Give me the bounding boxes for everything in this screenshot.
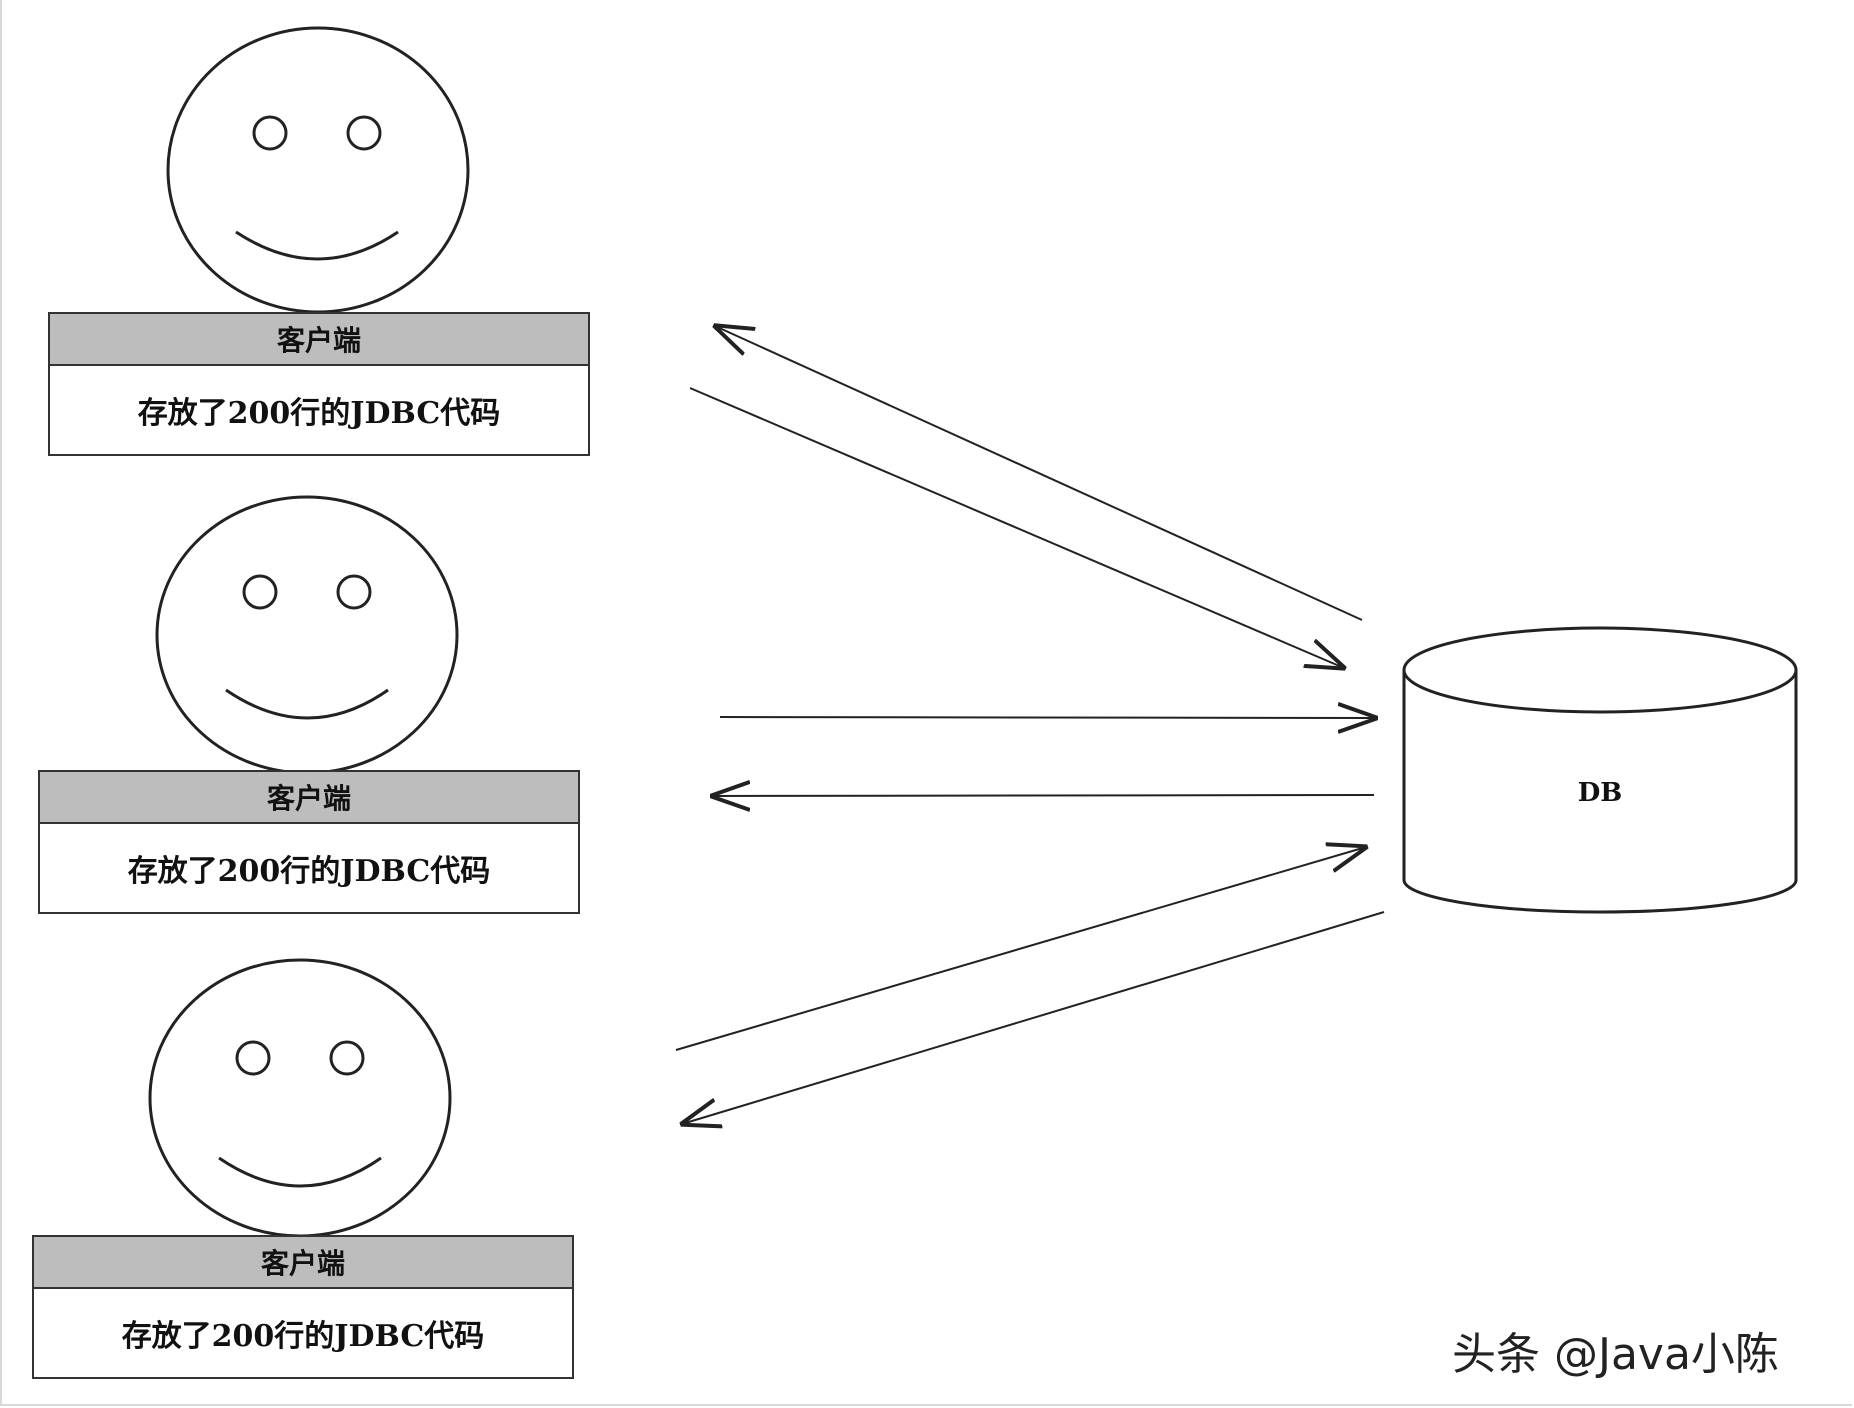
watermark-text: 头条 @Java小陈 [1452,1329,1779,1380]
client-box-2: 客户端 存放了200行的JDBC代码 [38,770,580,914]
smiley-face-icon [166,26,470,314]
client-title: 客户端 [50,314,588,366]
client-title: 客户端 [40,772,578,824]
client-box-1: 客户端 存放了200行的JDBC代码 [48,312,590,456]
client-box-3: 客户端 存放了200行的JDBC代码 [32,1235,574,1379]
database-label: DB [1577,778,1623,808]
arrow-db-to-client-2 [712,795,1375,796]
client-content: 存放了200行的JDBC代码 [137,396,501,431]
arrow-db-to-client-1 [715,326,1363,621]
client-content: 存放了200行的JDBC代码 [127,854,491,889]
arrow-client-1-to-db [689,387,1344,668]
arrow-db-to-client-3 [682,911,1385,1124]
smiley-face-icon [155,495,459,775]
database-cylinder-icon [1402,626,1798,914]
smiley-face-icon [148,958,452,1238]
client-title: 客户端 [34,1237,572,1289]
arrow-client-3-to-db [675,847,1366,1051]
client-content: 存放了200行的JDBC代码 [121,1319,485,1354]
arrow-client-2-to-db [719,717,1376,718]
